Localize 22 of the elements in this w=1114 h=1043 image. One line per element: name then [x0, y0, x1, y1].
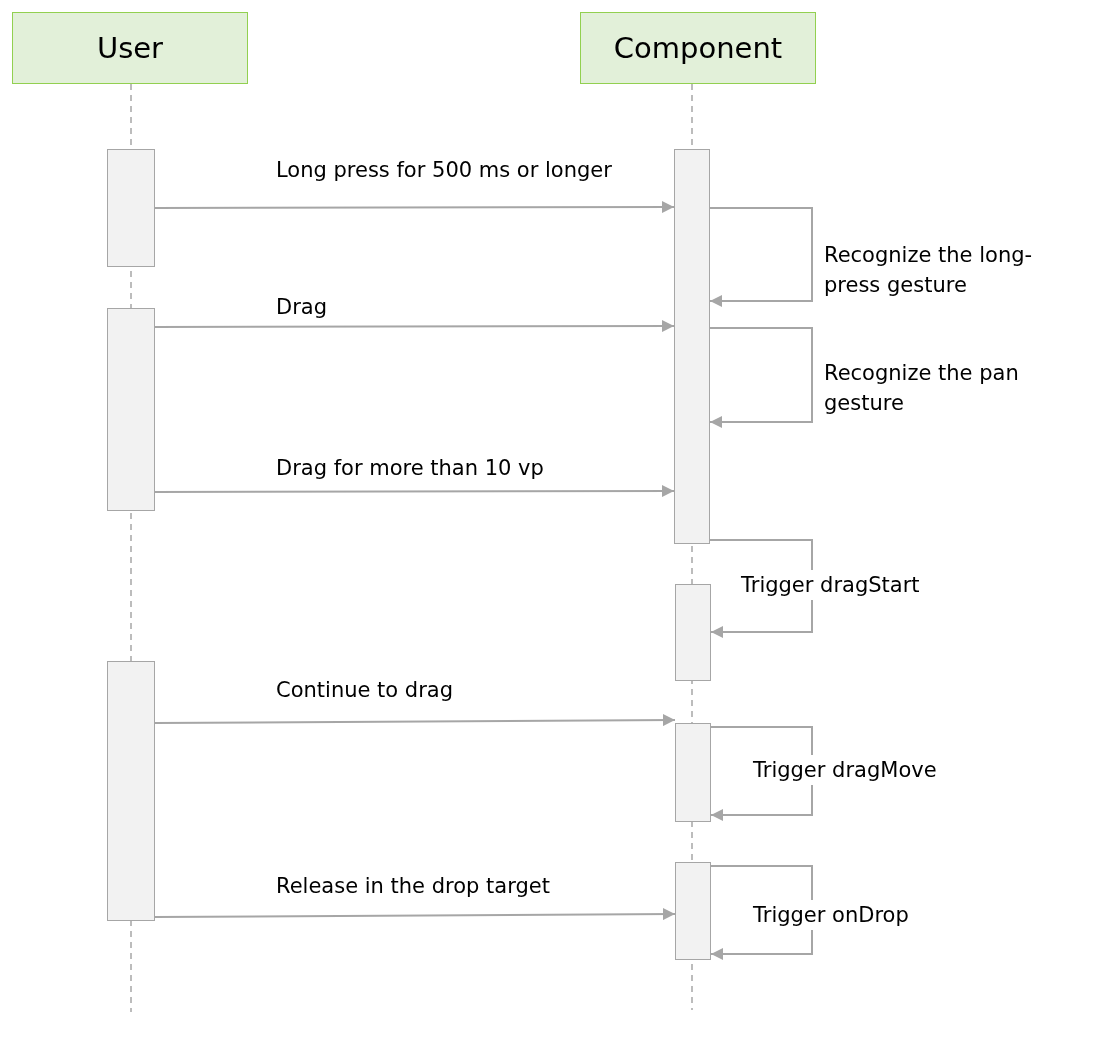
activation-bar: [107, 149, 155, 267]
message-arrow: [154, 320, 675, 332]
activation-bar: [107, 661, 155, 921]
message-arrow: [154, 908, 676, 921]
activation-bar: [675, 584, 711, 681]
activation-bar: [107, 308, 155, 511]
message-arrow: [154, 201, 675, 213]
participant-box: User: [12, 12, 248, 84]
self-message-arrow: [710, 865, 813, 960]
message-arrow: [154, 485, 675, 497]
activation-bar: [674, 149, 710, 544]
edge-label: Trigger dragMove: [753, 755, 937, 785]
message-arrow: [154, 714, 676, 727]
edge-label: Trigger dragStart: [741, 570, 920, 600]
participant-box: Component: [580, 12, 816, 84]
self-message-arrow: [709, 539, 813, 638]
self-message-arrow: [710, 726, 813, 821]
self-message-arrow: [709, 207, 813, 307]
self-message-arrow: [709, 327, 813, 428]
activation-bar: [675, 723, 711, 822]
edge-label: Trigger onDrop: [753, 900, 909, 930]
activation-bar: [675, 862, 711, 960]
